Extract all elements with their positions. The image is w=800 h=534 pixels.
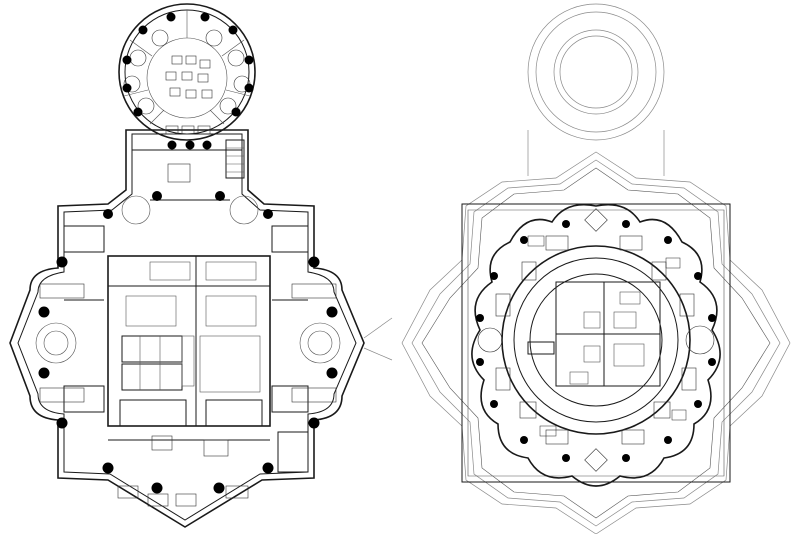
left-west-wing xyxy=(35,225,105,413)
left-south-area xyxy=(108,431,309,507)
left-dome-outer xyxy=(118,3,256,141)
floor-plan-right xyxy=(401,3,791,534)
right-core-circle xyxy=(529,273,663,407)
left-core xyxy=(107,255,271,427)
left-leader-line xyxy=(363,317,393,339)
left-dome-partitions xyxy=(123,10,251,125)
right-core xyxy=(527,281,661,387)
floor-plan-left xyxy=(9,3,393,528)
left-south-columns xyxy=(102,462,274,494)
left-east-wing xyxy=(271,225,341,413)
left-neck-columns xyxy=(103,191,273,219)
left-inner-wall xyxy=(17,133,357,521)
left-neck-rooms xyxy=(121,139,259,225)
right-square-frame xyxy=(461,203,731,483)
right-columns xyxy=(476,220,716,462)
left-dome-core xyxy=(146,37,228,119)
left-dome-columns xyxy=(122,12,254,150)
left-dome-furniture xyxy=(123,29,251,135)
right-dome-inner xyxy=(553,29,639,115)
right-scallop-wall xyxy=(471,203,721,487)
right-ring-mid xyxy=(513,257,679,423)
right-petal-furniture xyxy=(477,208,715,472)
left-outer-wall xyxy=(9,129,365,528)
right-dome-core xyxy=(559,35,633,109)
left-leader-line xyxy=(363,347,393,361)
right-corner-details xyxy=(527,235,687,437)
right-dome-mid xyxy=(535,11,657,133)
right-star-outlines xyxy=(401,151,791,534)
left-side-columns xyxy=(38,256,338,429)
right-dome-outer xyxy=(527,3,665,141)
right-square-frame-inner xyxy=(467,209,725,477)
